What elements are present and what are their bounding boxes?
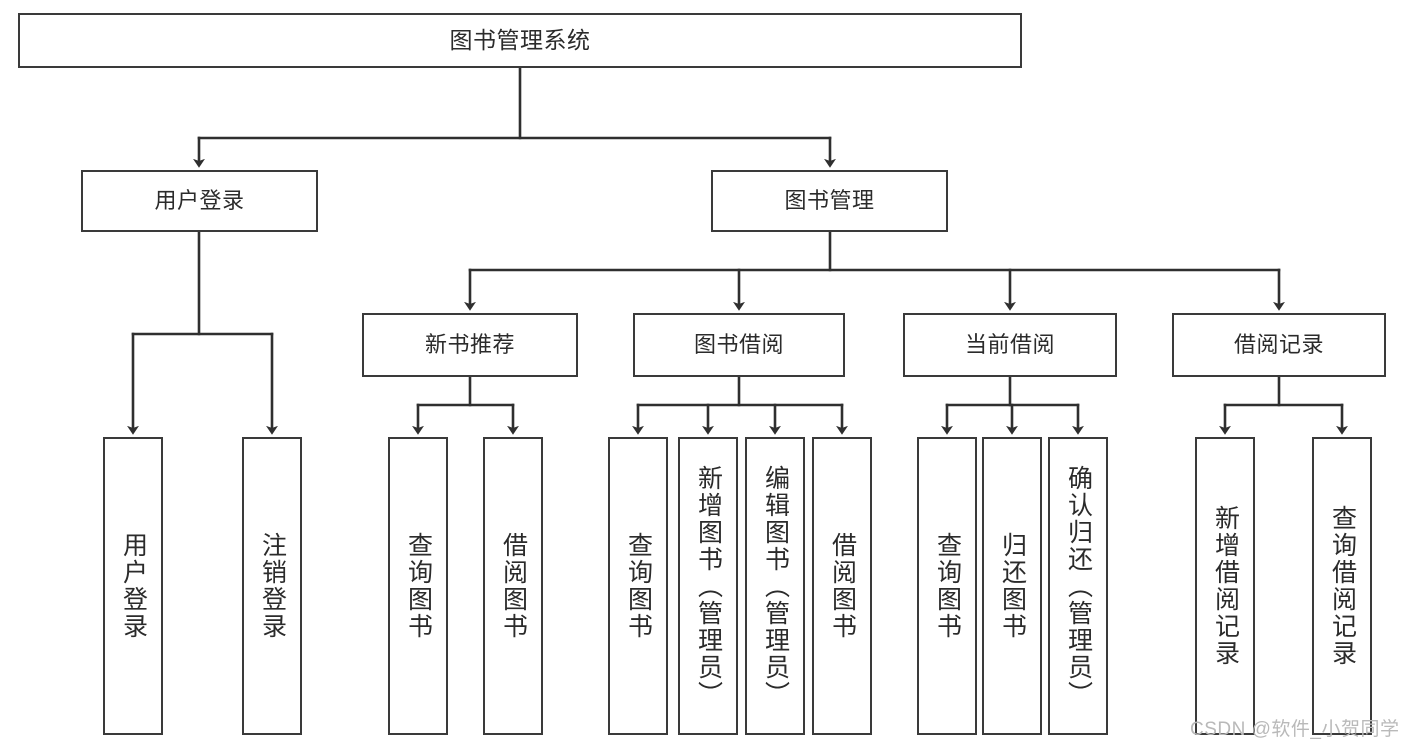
leaf-logout[interactable]: 注销登录	[242, 437, 302, 735]
leaf-borrow-book-recommend[interactable]: 借阅图书	[483, 437, 543, 735]
node-label: 借阅记录	[1233, 332, 1324, 358]
node-label: 用户登录	[119, 532, 148, 640]
node-label: 新书推荐	[424, 332, 515, 358]
node-label: 借阅图书	[828, 532, 857, 640]
node-label: 查询图书	[624, 532, 653, 640]
node-label: 查询图书	[404, 532, 433, 640]
leaf-query-book-current[interactable]: 查询图书	[917, 437, 977, 735]
node-book-borrow[interactable]: 图书借阅	[633, 313, 845, 377]
leaf-borrow-book[interactable]: 借阅图书	[812, 437, 872, 735]
node-label: 归还图书	[998, 532, 1027, 640]
node-borrow-record[interactable]: 借阅记录	[1172, 313, 1386, 377]
leaf-query-borrow-record[interactable]: 查询借阅记录	[1312, 437, 1372, 735]
node-label: 编辑图书（管理员）	[761, 464, 790, 708]
node-root-book-management-system[interactable]: 图书管理系统	[18, 13, 1022, 68]
leaf-query-book-borrow[interactable]: 查询图书	[608, 437, 668, 735]
leaf-add-borrow-record[interactable]: 新增借阅记录	[1195, 437, 1255, 735]
node-label: 查询图书	[933, 532, 962, 640]
node-new-book-recommend[interactable]: 新书推荐	[362, 313, 578, 377]
node-current-borrow[interactable]: 当前借阅	[903, 313, 1117, 377]
node-user-login[interactable]: 用户登录	[81, 170, 318, 232]
node-label: 新增借阅记录	[1211, 505, 1240, 667]
node-label: 图书管理系统	[449, 27, 591, 54]
leaf-query-book-recommend[interactable]: 查询图书	[388, 437, 448, 735]
leaf-add-book-admin[interactable]: 新增图书（管理员）	[678, 437, 738, 735]
leaf-confirm-return-admin[interactable]: 确认归还（管理员）	[1048, 437, 1108, 735]
node-label: 当前借阅	[964, 332, 1055, 358]
node-label: 借阅图书	[499, 532, 528, 640]
node-label: 图书借阅	[693, 332, 784, 358]
node-label: 确认归还（管理员）	[1064, 464, 1093, 708]
csdn-watermark: CSDN @软件_小贺同学	[1190, 719, 1400, 740]
node-label: 查询借阅记录	[1328, 505, 1357, 667]
leaf-return-book[interactable]: 归还图书	[982, 437, 1042, 735]
node-book-management[interactable]: 图书管理	[711, 170, 948, 232]
leaf-user-login[interactable]: 用户登录	[103, 437, 163, 735]
node-label: 新增图书（管理员）	[694, 464, 723, 708]
node-label: 注销登录	[258, 532, 287, 640]
node-label: 图书管理	[784, 188, 875, 214]
node-label: 用户登录	[154, 188, 245, 214]
leaf-edit-book-admin[interactable]: 编辑图书（管理员）	[745, 437, 805, 735]
